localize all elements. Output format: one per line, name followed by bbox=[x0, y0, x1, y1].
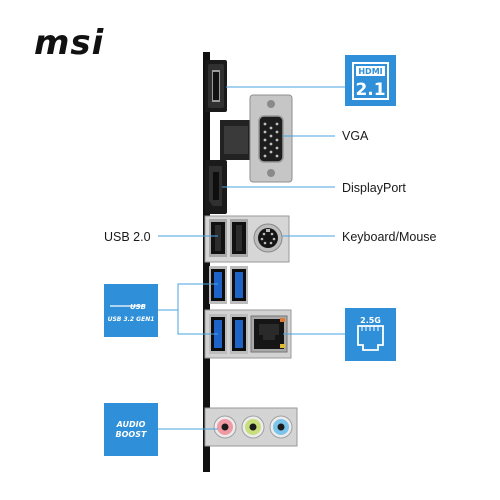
usb3-ports-upper bbox=[209, 266, 248, 304]
usb3-port-icon bbox=[230, 266, 248, 304]
ps2-port-icon bbox=[253, 223, 283, 253]
audio-jack-icon bbox=[269, 415, 293, 439]
audio-jacks bbox=[204, 407, 298, 447]
usb3-port-icon bbox=[209, 266, 227, 304]
svg-text:HDMI: HDMI bbox=[358, 67, 382, 76]
displayport-label: DisplayPort bbox=[342, 181, 406, 195]
svg-text:USB 3.2 GEN1: USB 3.2 GEN1 bbox=[108, 316, 155, 323]
usb3-port-icon bbox=[230, 314, 248, 354]
usb2-port-icon bbox=[209, 219, 227, 257]
audio-jack-icon bbox=[241, 415, 265, 439]
hdmi-port-icon bbox=[205, 60, 227, 112]
usb3-lan-block bbox=[204, 309, 292, 359]
leader-lines bbox=[158, 86, 345, 430]
svg-text:2.5G: 2.5G bbox=[360, 316, 381, 325]
leader-usb3 bbox=[158, 283, 218, 335]
vga-label: VGA bbox=[342, 129, 369, 143]
vga-port-icon bbox=[220, 94, 293, 183]
usb2-port-icon bbox=[230, 219, 248, 257]
audio-jack-icon bbox=[213, 415, 237, 439]
rj45-lan-port-icon bbox=[250, 315, 288, 353]
usb2-ports bbox=[204, 215, 290, 263]
svg-text:AUDIO: AUDIO bbox=[116, 420, 146, 429]
svg-text:BOOST: BOOST bbox=[116, 430, 147, 439]
svg-text:2.1: 2.1 bbox=[355, 80, 385, 100]
keyboard-mouse-label: Keyboard/Mouse bbox=[342, 230, 437, 244]
hdmi-badge: HDMI 2.1 bbox=[345, 55, 396, 106]
usb2-label: USB 2.0 bbox=[104, 230, 151, 244]
displayport-port-icon bbox=[205, 160, 227, 214]
audio-boost-badge: AUDIO BOOST bbox=[104, 403, 158, 456]
usb-gen1-badge: USB USB 3.2 GEN1 bbox=[104, 284, 158, 337]
svg-text:msi: msi bbox=[34, 23, 105, 63]
msi-logo: msi bbox=[34, 23, 105, 63]
lan-badge: 2.5G bbox=[345, 308, 396, 361]
svg-text:USB: USB bbox=[130, 303, 146, 311]
